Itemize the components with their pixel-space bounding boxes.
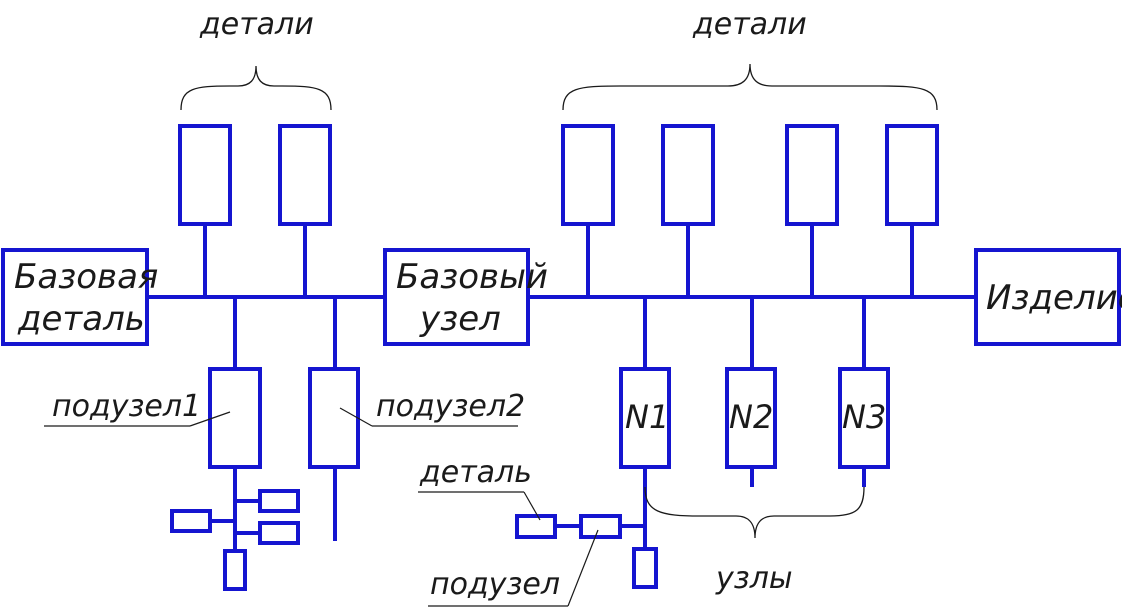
detail-box-right-2 <box>661 124 715 226</box>
detail-box-right-4 <box>885 124 939 226</box>
part-leader-tick <box>523 491 541 521</box>
subunit2-leader-tick <box>339 407 373 427</box>
subunit1-part-left <box>170 509 212 533</box>
brace-details-left <box>180 65 332 111</box>
brace-details-right <box>562 63 938 111</box>
base-part-label-1: Базовая <box>14 257 158 297</box>
subunit1-box <box>208 367 262 469</box>
subunit-leader-tick <box>567 529 599 607</box>
base-unit-label-2: узел <box>419 299 501 339</box>
base-unit-label-1: Базовый <box>396 257 548 297</box>
units-label: узлы <box>715 561 793 596</box>
n1-subunit-box <box>579 514 622 539</box>
product-label: Изделие <box>986 278 1122 318</box>
n1-part-box <box>515 514 557 539</box>
n3-label: N3 <box>842 398 886 436</box>
details-left-label: детали <box>199 7 314 42</box>
part-label: деталь <box>419 455 532 490</box>
product-box <box>974 248 1121 346</box>
subunit2-box <box>308 367 360 469</box>
base-unit-box <box>383 248 530 346</box>
brace-units <box>644 486 865 539</box>
subunit-label: подузел <box>430 567 560 602</box>
n1-label: N1 <box>625 398 669 436</box>
detail-box-left-1 <box>178 124 232 226</box>
subunit2-label: подузел2 <box>376 389 525 424</box>
subunit1-label: подузел1 <box>52 389 201 424</box>
detail-box-right-1 <box>561 124 615 226</box>
subunit1-part-right-top <box>258 489 300 513</box>
n2-label: N2 <box>729 398 773 436</box>
subunit1-part-right-bottom <box>258 521 300 545</box>
base-part-box <box>1 248 149 346</box>
subunit1-leader-tick <box>189 411 231 427</box>
details-right-label: детали <box>692 7 807 42</box>
n1-bottom-part <box>632 547 658 589</box>
detail-box-left-2 <box>278 124 332 226</box>
subunit1-part-bottom <box>223 549 247 591</box>
detail-box-right-3 <box>785 124 839 226</box>
base-part-label-2: деталь <box>17 299 145 339</box>
